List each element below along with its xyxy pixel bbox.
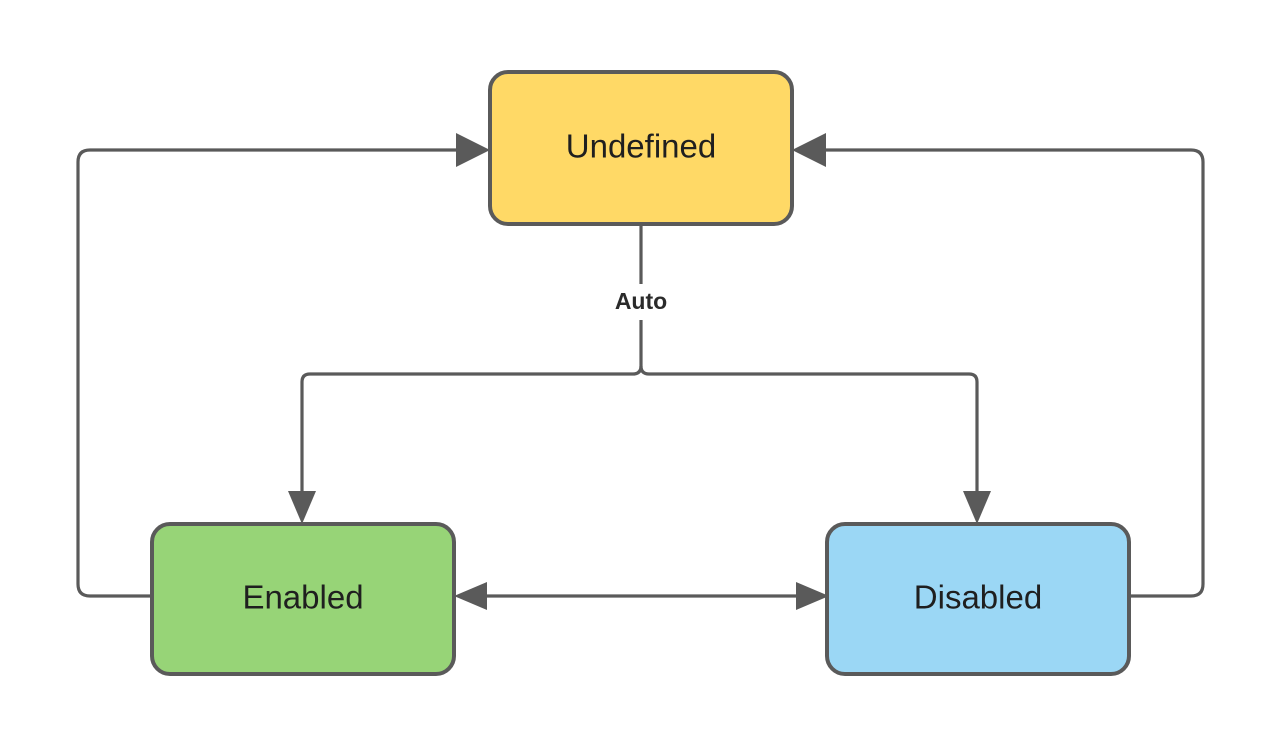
node-disabled[interactable]: Disabled xyxy=(825,522,1131,676)
edge-enabled-to-undefined-line xyxy=(76,148,460,598)
edge-enabled-to-undefined[interactable] xyxy=(76,133,490,598)
edge-disabled-to-undefined-line xyxy=(822,148,1205,598)
node-enabled[interactable]: Enabled xyxy=(150,522,456,676)
arrowhead-into-undefined-left xyxy=(456,133,490,167)
node-disabled-rect[interactable] xyxy=(825,522,1131,676)
edge-auto-branch-left xyxy=(300,365,643,494)
node-enabled-rect[interactable] xyxy=(150,522,456,676)
arrowhead-into-undefined-right xyxy=(792,133,826,167)
node-undefined[interactable]: Undefined xyxy=(488,70,794,226)
edge-label-auto: Auto xyxy=(615,288,667,314)
node-undefined-rect[interactable] xyxy=(488,70,794,226)
node-disabled-label: Disabled xyxy=(914,579,1042,616)
arrowhead-into-disabled-left xyxy=(796,582,829,610)
node-undefined-label: Undefined xyxy=(566,128,716,165)
edge-enabled-disabled[interactable] xyxy=(454,582,829,610)
node-enabled-label: Enabled xyxy=(242,579,363,616)
node-layer: Undefined Enabled Disabled xyxy=(150,70,1131,676)
arrowhead-into-disabled-top xyxy=(963,491,991,524)
arrowhead-into-enabled-top xyxy=(288,491,316,524)
edge-undefined-auto-fork[interactable]: Auto xyxy=(288,224,991,524)
edge-auto-branch-right xyxy=(639,365,979,494)
edge-disabled-to-undefined[interactable] xyxy=(792,133,1205,598)
arrowhead-into-enabled-right xyxy=(454,582,487,610)
edge-layer: Auto xyxy=(76,133,1205,610)
